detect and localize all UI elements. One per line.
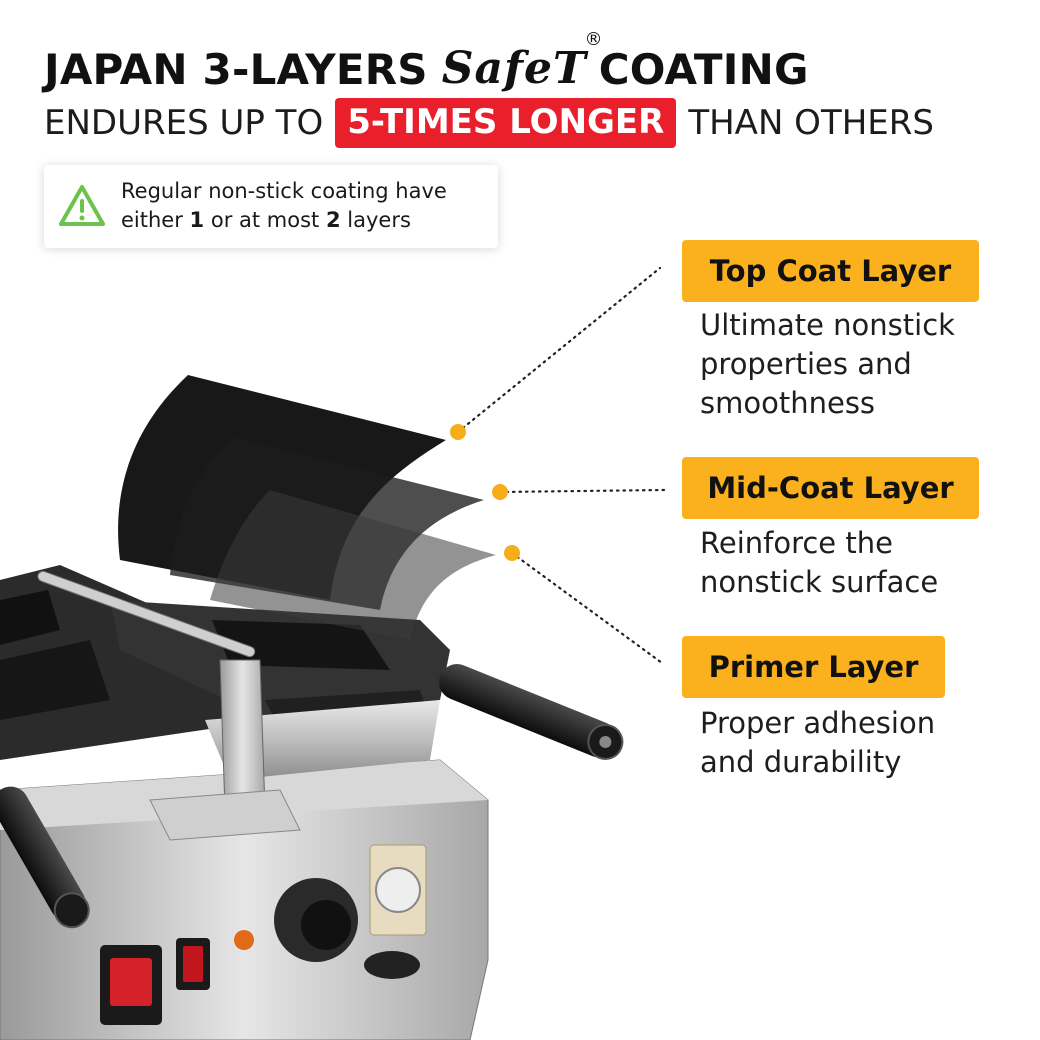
note-line-2-start: either <box>121 208 183 232</box>
note-line-2-end: layers <box>347 208 411 232</box>
primer-layer-label: Primer Layer <box>682 636 945 698</box>
comparison-note-card: Regular non-stick coating have either 1 … <box>44 165 498 248</box>
page-subtitle: ENDURES UP TO 5-TIMES LONGER THAN OTHERS <box>44 95 934 151</box>
right-handle <box>439 664 624 760</box>
note-text: Regular non-stick coating have either 1 … <box>121 177 486 235</box>
mid-coat-layer-label: Mid-Coat Layer <box>682 457 979 519</box>
top-coat-desc-line-2: properties and <box>700 347 912 381</box>
page-title: JAPAN 3-LAYERS SafeT ® COATING <box>44 28 809 94</box>
subtitle-highlight-badge: 5-TIMES LONGER <box>335 98 677 148</box>
brand-wordmark: SafeT ® <box>441 29 603 94</box>
left-handle <box>0 786 90 929</box>
primer-layer-description: Proper adhesion and durability <box>700 704 935 782</box>
note-line-2: either 1 or at most 2 layers <box>121 206 486 235</box>
subtitle-suffix: THAN OTHERS <box>688 103 934 143</box>
note-line-1: Regular non-stick coating have <box>121 179 447 203</box>
top-coat-layer-label: Top Coat Layer <box>682 240 979 302</box>
note-count-two: 2 <box>325 208 341 232</box>
note-count-one: 1 <box>189 208 205 232</box>
mid-coat-layer-description: Reinforce the nonstick surface <box>700 524 938 602</box>
warning-triangle-icon <box>59 185 105 226</box>
primer-desc-line-2: and durability <box>700 745 902 779</box>
note-line-2-middle: or at most <box>210 208 320 232</box>
top-coat-marker <box>450 424 466 440</box>
subtitle-prefix: ENDURES UP TO <box>44 103 324 143</box>
registered-mark: ® <box>584 29 603 50</box>
title-suffix: COATING <box>598 45 809 94</box>
waffle-maker-illustration <box>0 375 624 1040</box>
primer-desc-line-1: Proper adhesion <box>700 706 936 740</box>
top-coat-layer-description: Ultimate nonstick properties and smoothn… <box>700 306 955 423</box>
title-prefix: JAPAN 3-LAYERS <box>44 45 428 94</box>
mid-coat-desc-line-2: nonstick surface <box>700 565 939 599</box>
mid-coat-marker <box>492 484 508 500</box>
top-coat-desc-line-1: Ultimate nonstick <box>700 308 955 342</box>
top-coat-desc-line-3: smoothness <box>700 386 876 420</box>
primer-marker <box>504 545 520 561</box>
mid-coat-desc-line-1: Reinforce the <box>700 526 893 560</box>
brand-name: SafeT <box>441 43 587 94</box>
